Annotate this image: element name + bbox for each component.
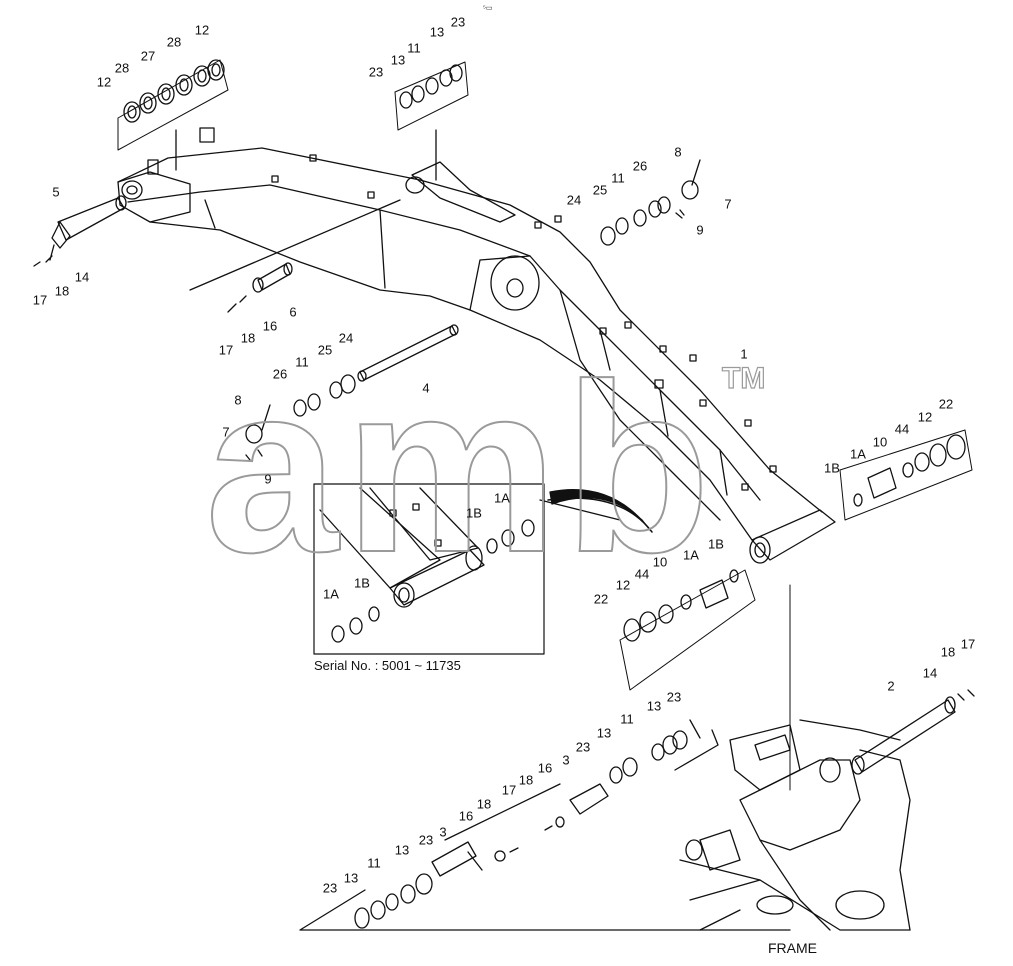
inset-box: [313, 483, 545, 655]
part-callout-22: 22: [938, 396, 954, 412]
part-callout-44: 44: [634, 566, 650, 582]
part-callout-1a: 1A: [494, 490, 510, 506]
part-callout-13: 13: [429, 24, 445, 40]
part-callout-12: 12: [615, 577, 631, 593]
part-callout-5: 5: [52, 184, 60, 200]
part-callout-13: 13: [394, 842, 410, 858]
part-callout-12: 12: [917, 409, 933, 425]
part-callout-13: 13: [390, 52, 406, 68]
part-callout-26: 26: [272, 366, 288, 382]
top-mark: ⁵▭: [483, 5, 493, 12]
part-callout-12: 12: [194, 22, 210, 38]
part-callout-13: 13: [343, 870, 359, 886]
part-callout-11: 11: [620, 711, 634, 727]
part-callout-3: 3: [562, 752, 570, 768]
part-callout-22: 22: [593, 591, 609, 607]
part-callout-9: 9: [696, 222, 704, 238]
part-callout-1a: 1A: [323, 586, 339, 602]
part-callout-1b: 1B: [708, 536, 724, 552]
part-callout-17: 17: [960, 636, 976, 652]
frame-caption: FRAME: [768, 940, 817, 956]
part-callout-17: 17: [32, 292, 48, 308]
part-callout-18: 18: [54, 283, 70, 299]
part-callout-28: 28: [114, 60, 130, 76]
part-callout-27: 27: [140, 48, 156, 64]
part-callout-7: 7: [724, 196, 732, 212]
part-callout-24: 24: [566, 192, 582, 208]
watermark-tm: TM: [721, 361, 766, 395]
boom-body: [117, 127, 836, 564]
part-callout-10: 10: [872, 434, 888, 450]
part-callout-18: 18: [240, 330, 256, 346]
part-callout-11: 11: [611, 170, 625, 186]
part-callout-26: 26: [632, 158, 648, 174]
lower-right-group: [544, 719, 719, 831]
watermark: amb: [204, 333, 717, 603]
part-callout-11: 11: [407, 40, 421, 56]
part-callout-1: 1: [740, 346, 748, 362]
part-callout-14: 14: [922, 665, 938, 681]
lower-left-group: [299, 783, 791, 931]
pin-group-mid-left: [245, 374, 356, 461]
washer-group-top-center: [394, 61, 469, 131]
pin-2: [851, 689, 975, 775]
part-callout-8: 8: [234, 392, 242, 408]
part-callout-13: 13: [596, 725, 612, 741]
part-callout-16: 16: [262, 318, 278, 334]
frame-body: [679, 719, 911, 931]
part-callout-8: 8: [674, 144, 682, 160]
part-callout-12: 12: [96, 74, 112, 90]
part-callout-1b: 1B: [354, 575, 370, 591]
part-callout-1b: 1B: [824, 460, 840, 476]
part-callout-24: 24: [338, 330, 354, 346]
part-callout-10: 10: [652, 554, 668, 570]
part-callout-23: 23: [418, 832, 434, 848]
part-callout-13: 13: [646, 698, 662, 714]
pin-5: [33, 195, 127, 267]
foot-pin-group-right: [839, 429, 973, 521]
part-callout-11: 11: [367, 855, 381, 871]
part-callout-25: 25: [317, 342, 333, 358]
part-callout-23: 23: [575, 739, 591, 755]
part-callout-28: 28: [166, 34, 182, 50]
part-callout-23: 23: [450, 14, 466, 30]
part-callout-16: 16: [458, 808, 474, 824]
part-callout-7: 7: [222, 424, 230, 440]
part-callout-1b: 1B: [466, 505, 482, 521]
part-callout-11: 11: [295, 354, 309, 370]
part-callout-23: 23: [368, 64, 384, 80]
part-callout-44: 44: [894, 421, 910, 437]
part-callout-1a: 1A: [850, 446, 866, 462]
part-callout-4: 4: [422, 380, 430, 396]
serial-number-caption: Serial No. : 5001 ~ 11735: [314, 658, 461, 673]
part-callout-17: 17: [218, 342, 234, 358]
pin-group-upper-right: [600, 159, 701, 246]
part-callout-18: 18: [476, 796, 492, 812]
foot-pin-group-left: [619, 569, 756, 691]
part-callout-6: 6: [289, 304, 297, 320]
pin-6: [227, 262, 293, 313]
washer-group-top-left: [117, 59, 229, 151]
part-callout-17: 17: [501, 782, 517, 798]
part-callout-23: 23: [666, 689, 682, 705]
pin-4: [357, 324, 459, 382]
part-callout-25: 25: [592, 182, 608, 198]
part-callout-16: 16: [537, 760, 553, 776]
part-callout-18: 18: [940, 644, 956, 660]
part-callout-14: 14: [74, 269, 90, 285]
part-callout-3: 3: [439, 824, 447, 840]
part-callout-2: 2: [887, 678, 895, 694]
part-callout-1a: 1A: [683, 547, 699, 563]
part-callout-18: 18: [518, 772, 534, 788]
part-callout-23: 23: [322, 880, 338, 896]
part-callout-9: 9: [264, 471, 272, 487]
